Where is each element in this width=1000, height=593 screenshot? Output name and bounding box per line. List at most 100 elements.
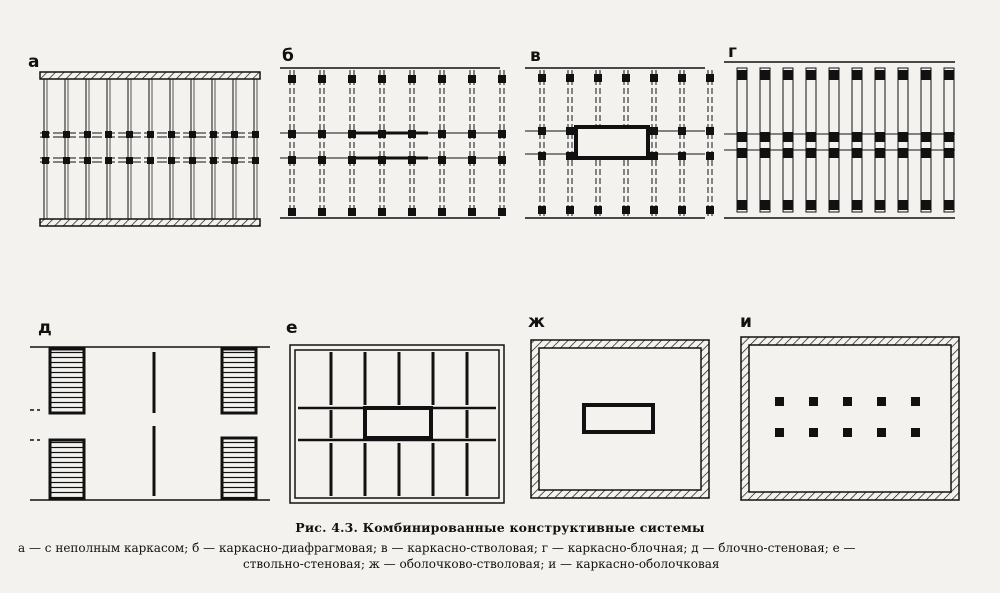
column	[105, 157, 112, 164]
column	[877, 428, 886, 437]
column	[63, 157, 70, 164]
column	[318, 75, 326, 83]
column	[288, 208, 296, 216]
column	[408, 208, 416, 216]
column	[921, 148, 931, 158]
column	[806, 70, 816, 80]
column	[594, 206, 602, 214]
column	[760, 148, 770, 158]
column	[875, 200, 885, 210]
column	[678, 152, 686, 160]
column	[852, 70, 862, 80]
column	[760, 200, 770, 210]
column	[829, 132, 839, 142]
column	[252, 157, 259, 164]
column	[318, 156, 326, 164]
column	[438, 156, 446, 164]
diagram-zh	[530, 339, 710, 499]
column	[348, 208, 356, 216]
column	[538, 127, 546, 135]
legend-line-1: а — с неполным каркасом; б — каркасно-ди…	[18, 541, 856, 555]
column	[783, 148, 793, 158]
column	[760, 70, 770, 80]
column	[852, 132, 862, 142]
diagram-g	[724, 61, 955, 219]
column	[898, 200, 908, 210]
panel-label-zh: ж	[528, 312, 545, 332]
column	[288, 75, 296, 83]
column	[911, 397, 920, 406]
column	[650, 152, 658, 160]
diagram-v	[525, 67, 714, 219]
column	[468, 208, 476, 216]
column	[468, 130, 476, 138]
diagram-e	[289, 344, 505, 504]
column	[147, 131, 154, 138]
column	[843, 397, 852, 406]
column	[498, 208, 506, 216]
column	[678, 74, 686, 82]
column	[650, 74, 658, 82]
column	[898, 132, 908, 142]
column	[498, 75, 506, 83]
column	[852, 148, 862, 158]
column	[468, 75, 476, 83]
column	[921, 70, 931, 80]
column	[566, 74, 574, 82]
column	[438, 208, 446, 216]
column	[843, 428, 852, 437]
column	[678, 206, 686, 214]
column	[809, 397, 818, 406]
column	[775, 397, 784, 406]
diagram-i	[740, 336, 960, 501]
column	[783, 70, 793, 80]
column	[737, 200, 747, 210]
column	[650, 127, 658, 135]
column	[921, 132, 931, 142]
column	[498, 130, 506, 138]
column	[408, 75, 416, 83]
column	[806, 132, 816, 142]
panel-label-e: е	[286, 318, 298, 338]
column	[566, 206, 574, 214]
column	[829, 148, 839, 158]
column	[408, 156, 416, 164]
column	[944, 200, 954, 210]
column	[288, 156, 296, 164]
column	[231, 131, 238, 138]
column	[168, 157, 175, 164]
column	[318, 130, 326, 138]
column	[898, 70, 908, 80]
column	[318, 208, 326, 216]
column	[348, 130, 356, 138]
panel-label-v: в	[530, 46, 541, 66]
column	[650, 206, 658, 214]
panel-label-a: а	[28, 52, 40, 72]
column	[594, 74, 602, 82]
column	[348, 75, 356, 83]
column	[378, 156, 386, 164]
column	[852, 200, 862, 210]
column	[168, 131, 175, 138]
column	[829, 70, 839, 80]
column	[875, 132, 885, 142]
column	[877, 397, 886, 406]
diagram-b	[280, 67, 506, 219]
column	[829, 200, 839, 210]
column	[105, 131, 112, 138]
column	[498, 156, 506, 164]
column	[706, 74, 714, 82]
column	[378, 130, 386, 138]
column	[538, 152, 546, 160]
column	[678, 127, 686, 135]
column	[538, 74, 546, 82]
column	[42, 131, 49, 138]
column	[63, 131, 70, 138]
column	[408, 130, 416, 138]
column	[126, 157, 133, 164]
column	[737, 70, 747, 80]
column	[84, 131, 91, 138]
column	[737, 132, 747, 142]
column	[760, 132, 770, 142]
